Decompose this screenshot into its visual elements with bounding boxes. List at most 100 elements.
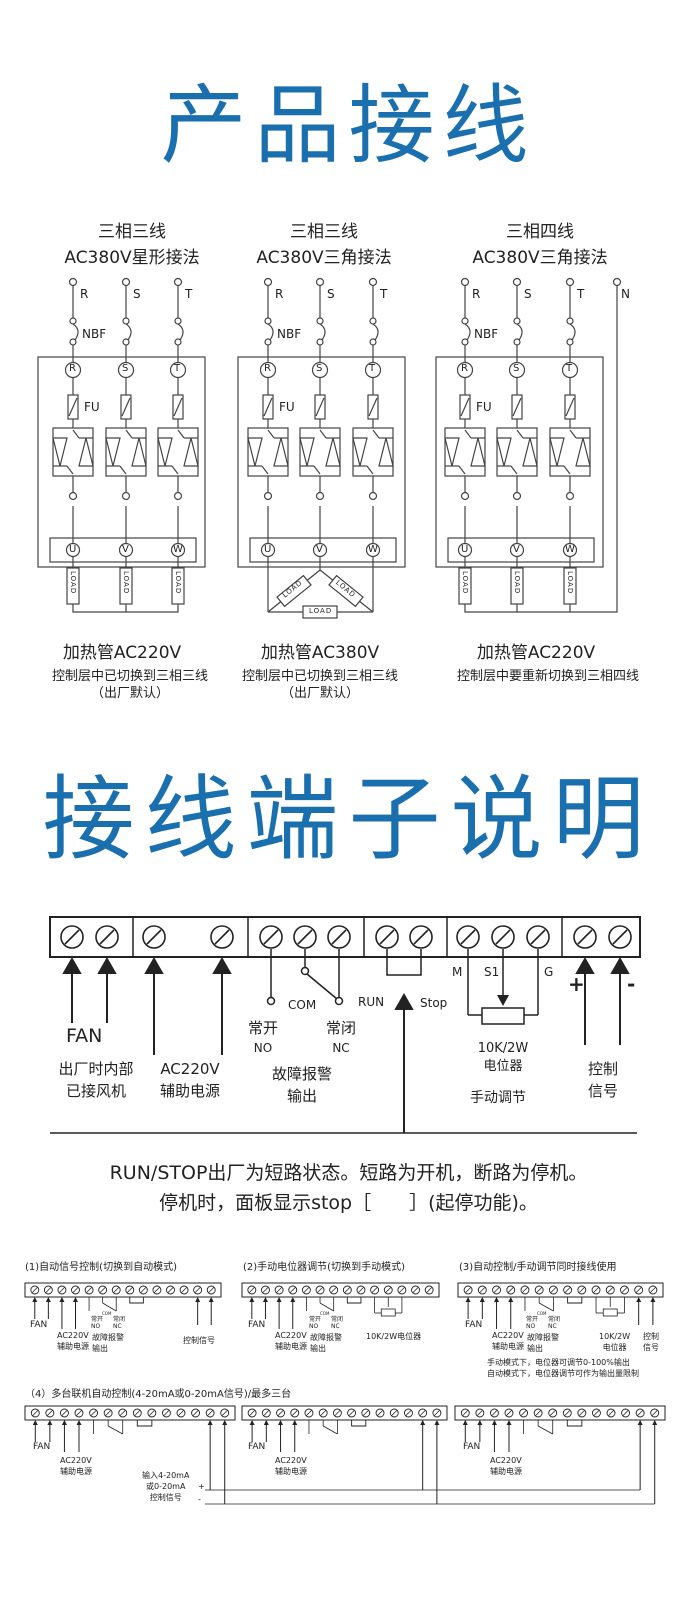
screw-slot <box>263 1410 270 1416</box>
screw-slot <box>405 1410 412 1416</box>
arrow-head <box>32 1420 38 1425</box>
product-wiring-heading: 产品接线 <box>160 76 537 176</box>
arrow-head <box>249 1420 255 1425</box>
arrow-head <box>47 1420 53 1425</box>
label-r: R <box>80 287 89 301</box>
label-nbf: NBF <box>82 327 107 341</box>
screw-slot <box>522 1287 528 1293</box>
arrow-head <box>45 1297 51 1302</box>
terminal-strip <box>241 1405 448 1421</box>
run-stop-bridge <box>136 1420 153 1427</box>
arrow-head <box>76 1420 82 1425</box>
run-note-line2: 停机时，面板显示stop［ ］(起停功能)。 <box>159 1192 538 1214</box>
arrow-head <box>249 1297 255 1302</box>
wiring-note-2: 控制层中已切换到三相三线 （出厂默认） <box>190 668 450 702</box>
circle-w: W <box>173 544 183 555</box>
screw-slot <box>377 1410 383 1416</box>
screw-slot <box>622 1410 629 1416</box>
screw-slot <box>221 1410 228 1416</box>
screw-slot <box>650 1287 656 1293</box>
screw-slot <box>303 1287 310 1293</box>
note-line1: 控制层中已切换到三相三线 <box>241 669 398 684</box>
small-title-1: (1)自动信号控制(切换到自动模式) <box>25 1262 177 1273</box>
wiring-note-3: 控制层中要重新切换到三相四线 <box>418 668 678 685</box>
arrow-head <box>290 1297 296 1302</box>
arrow-head <box>222 1420 228 1425</box>
screw-slot <box>61 1410 68 1416</box>
screw-slot <box>564 1410 571 1416</box>
terminal-desc-heading: 接线端子说明 <box>42 766 655 873</box>
run-stop-bridge <box>566 1420 583 1427</box>
pot-body <box>602 1308 618 1317</box>
label-fu: FU <box>279 400 295 414</box>
label-nbf: NBF <box>277 327 302 341</box>
load-label: LOAD <box>69 571 77 595</box>
screw-slot <box>578 1410 585 1416</box>
pot-body <box>380 1308 396 1317</box>
screw-slot <box>385 1287 392 1293</box>
screw-slot <box>506 1410 512 1416</box>
note-line2: （出厂默认） <box>90 686 169 701</box>
screw-slot <box>607 1287 614 1293</box>
run-stop-bridge <box>351 1420 367 1427</box>
screw-slot <box>99 1287 106 1293</box>
arrow-head <box>208 1297 214 1302</box>
label-t: T <box>185 287 193 301</box>
wiring-note-1: 控制层中已切换到三相三线 （出厂默认） <box>0 668 260 702</box>
circle-v: V <box>122 544 129 555</box>
circle-s: S <box>316 363 323 374</box>
screw-slot <box>86 1287 92 1293</box>
load-label: LOAD <box>334 578 358 600</box>
screw-slot <box>371 1287 378 1293</box>
run-stop-bridge <box>346 1297 362 1304</box>
relay-contact <box>102 1302 117 1312</box>
label-s: S <box>327 287 335 301</box>
load-label: LOAD <box>122 571 130 595</box>
screw-slot <box>317 1287 323 1293</box>
screw-slot <box>192 1410 199 1416</box>
terminal-strip <box>24 1405 236 1421</box>
screw-slot <box>493 1287 500 1293</box>
arrow-head <box>61 1420 67 1425</box>
screw-slot <box>31 1287 38 1293</box>
screw-slot <box>491 1410 498 1416</box>
note-line2: （出厂默认） <box>280 686 359 701</box>
circle-t: T <box>566 363 573 374</box>
wiring-title-delta: 三相三线 AC380V三角接法 <box>224 219 424 271</box>
screw-slot <box>163 1410 170 1416</box>
circle-r: R <box>264 363 271 374</box>
screw-slot <box>334 1410 341 1416</box>
circle-v: V <box>316 544 323 555</box>
screw-slot <box>651 1410 658 1416</box>
screw-slot <box>344 1287 351 1293</box>
screw-slot <box>148 1410 155 1416</box>
screw-slot <box>419 1410 426 1416</box>
circle-s: S <box>513 363 520 374</box>
circle-r: R <box>69 363 76 374</box>
screw-slot <box>105 1410 112 1416</box>
screw-slot <box>348 1410 355 1416</box>
screw-slot <box>593 1287 599 1293</box>
arrow-head <box>479 1297 485 1302</box>
screw-slot <box>399 1287 405 1293</box>
screw-slot <box>637 1410 644 1416</box>
run-stop-bridge <box>567 1297 583 1304</box>
screw-slot <box>249 1410 255 1416</box>
load-label: LOAD <box>461 571 469 595</box>
screw-slot <box>140 1287 147 1293</box>
screw-slot <box>362 1410 369 1416</box>
screw-slot <box>476 1410 483 1416</box>
arrow-head <box>494 1297 500 1302</box>
arrow-head <box>263 1420 269 1425</box>
screw-slot <box>248 1287 255 1293</box>
arrow-head <box>652 1420 658 1425</box>
label-t: T <box>380 287 388 301</box>
note-line1: 控制层中已切换到三相三线 <box>51 669 208 684</box>
arrow-head <box>508 1297 514 1302</box>
screw-slot <box>330 1287 337 1293</box>
arrow-head <box>465 1297 471 1302</box>
screw-slot <box>578 1287 585 1293</box>
relay-contact <box>107 1425 123 1435</box>
screw-slot <box>113 1287 120 1293</box>
label-s: S <box>524 287 532 301</box>
